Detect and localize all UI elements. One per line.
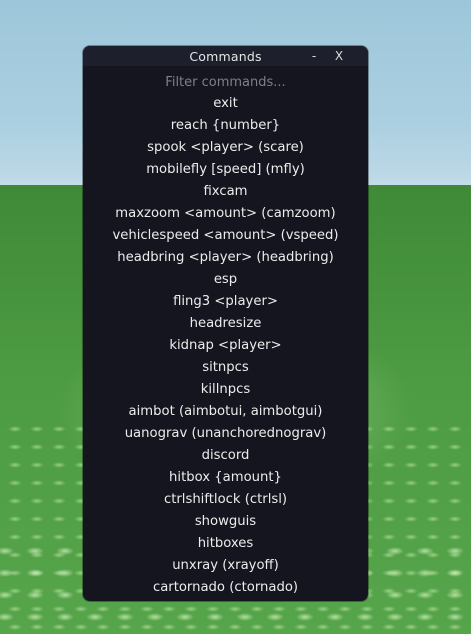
command-item[interactable]: headbring <player> (headbring) bbox=[117, 250, 334, 265]
command-item[interactable]: aimbot (aimbotui, aimbotgui) bbox=[128, 404, 323, 419]
command-item[interactable]: fixcam bbox=[203, 184, 248, 199]
command-item[interactable]: unxray (xrayoff) bbox=[172, 558, 279, 573]
minimize-button[interactable]: - bbox=[311, 49, 317, 63]
command-item[interactable]: kidnap <player> bbox=[169, 338, 282, 353]
command-item[interactable]: fling3 <player> bbox=[173, 294, 278, 309]
command-item[interactable]: ctrlshiftlock (ctrlsl) bbox=[163, 492, 288, 507]
command-item[interactable]: headresize bbox=[189, 316, 262, 331]
window-titlebar[interactable]: Commands - X bbox=[83, 46, 368, 66]
command-item[interactable]: esp bbox=[213, 272, 238, 287]
command-item[interactable]: maxzoom <amount> (camzoom) bbox=[115, 206, 336, 221]
command-item[interactable]: hitbox {amount} bbox=[169, 470, 282, 485]
command-item[interactable]: discord bbox=[201, 448, 250, 463]
command-item[interactable]: hitboxes bbox=[197, 536, 254, 551]
command-item[interactable]: showguis bbox=[194, 514, 257, 529]
commands-window: Commands - X exit reach {number} spook <… bbox=[83, 46, 368, 601]
command-item[interactable]: uanograv (unanchorednograv) bbox=[124, 426, 327, 441]
command-item[interactable]: exit bbox=[213, 96, 238, 111]
command-item[interactable]: spook <player> (scare) bbox=[147, 140, 304, 155]
command-item[interactable]: vehiclespeed <amount> (vspeed) bbox=[112, 228, 339, 243]
command-item[interactable]: reach {number} bbox=[170, 118, 281, 133]
window-title: Commands bbox=[189, 49, 262, 64]
filter-commands-input[interactable] bbox=[91, 70, 360, 94]
command-item[interactable]: mobilefly [speed] (mfly) bbox=[146, 162, 305, 177]
command-item[interactable]: killnpcs bbox=[200, 382, 251, 397]
command-item[interactable]: sitnpcs bbox=[202, 360, 249, 375]
command-list: exit reach {number} spook <player> (scar… bbox=[83, 93, 368, 599]
command-item[interactable]: cartornado (ctornado) bbox=[152, 580, 299, 595]
close-button[interactable]: X bbox=[334, 49, 344, 63]
